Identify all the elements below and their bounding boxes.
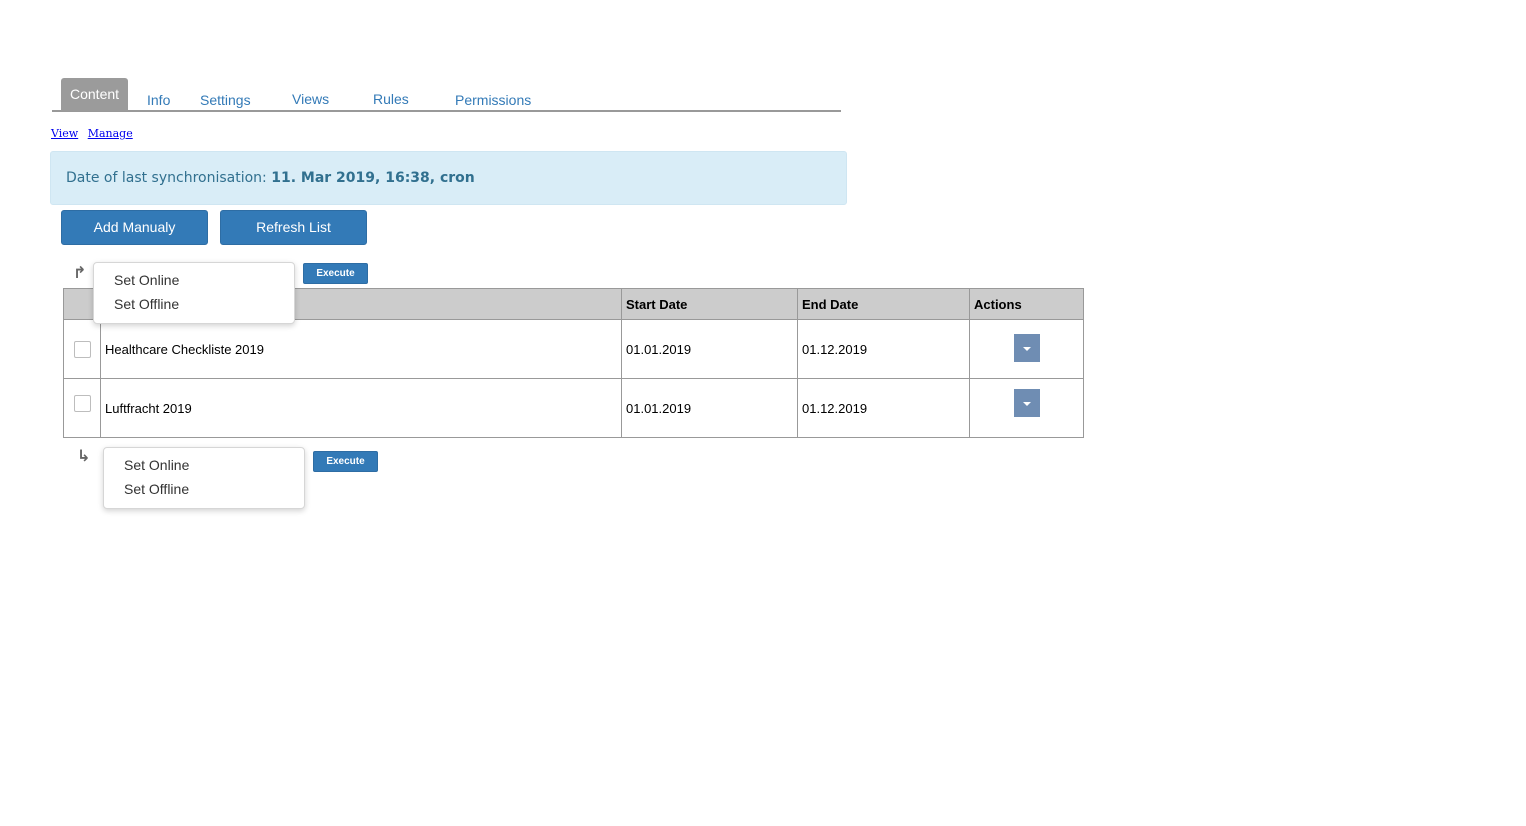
tab-views[interactable]: Views [292,91,330,107]
tab-bar: Content Info Settings Views Rules Permis… [52,78,841,112]
end-date-cell: 01.12.2019 [797,319,970,379]
sync-info-alert: Date of last synchronisation: 11. Mar 20… [50,151,847,205]
option-set-offline[interactable]: Set Offline [114,296,180,312]
caret-down-icon [1022,346,1031,351]
end-date-column-header: End Date [797,288,970,320]
start-date-cell: 01.01.2019 [621,378,798,438]
tab-permissions[interactable]: Permissions [455,92,532,108]
actions-cell [969,378,1084,438]
sync-label: Date of last synchronisation: [66,170,267,186]
title-cell: Healthcare Checkliste 2019 [100,319,622,379]
refresh-list-button[interactable]: Refresh List [220,210,367,245]
tab-rules[interactable]: Rules [373,91,409,107]
option-set-online[interactable]: Set Online [114,272,180,288]
title-cell: Luftfracht 2019 [100,378,622,438]
sub-navigation: View Manage [51,127,139,140]
row-actions-dropdown-button[interactable] [1013,389,1040,417]
manage-link[interactable]: Manage [87,127,133,140]
table-row: Luftfracht 2019 01.01.2019 01.12.2019 [63,378,1084,438]
row-actions-dropdown-button[interactable] [1013,333,1040,362]
row-select-cell [63,319,101,379]
row-checkbox[interactable] [73,395,91,413]
add-manually-button[interactable]: Add Manualy [61,210,208,245]
start-date-column-header: Start Date [621,288,798,320]
end-date-cell: 01.12.2019 [797,378,970,438]
start-date-cell: 01.01.2019 [621,319,798,379]
actions-column-header: Actions [969,288,1084,320]
view-link[interactable]: View [51,127,79,140]
execute-button-top[interactable]: Execute [303,263,368,284]
option-set-online[interactable]: Set Online [124,457,190,473]
row-select-cell [63,378,101,438]
content-table: Start Date End Date Actions Healthcare C… [63,288,1084,438]
tab-settings[interactable]: Settings [200,92,251,108]
tab-content[interactable]: Content [61,78,129,111]
table-row: Healthcare Checkliste 2019 01.01.2019 01… [63,319,1084,379]
execute-button-bottom[interactable]: Execute [313,451,378,472]
arrow-up-right-icon: ↱ [73,265,87,282]
sync-value: 11. Mar 2019, 16:38, cron [271,170,475,186]
bulk-action-dropdown-top[interactable]: Set Online Set Offline [93,262,295,324]
option-set-offline[interactable]: Set Offline [124,481,190,497]
actions-cell [969,319,1084,379]
bulk-action-dropdown-bottom[interactable]: Set Online Set Offline [103,447,305,509]
tab-info[interactable]: Info [147,92,171,108]
caret-down-icon [1022,402,1031,406]
row-checkbox[interactable] [73,340,91,358]
arrow-down-right-icon: ↳ [77,448,91,465]
